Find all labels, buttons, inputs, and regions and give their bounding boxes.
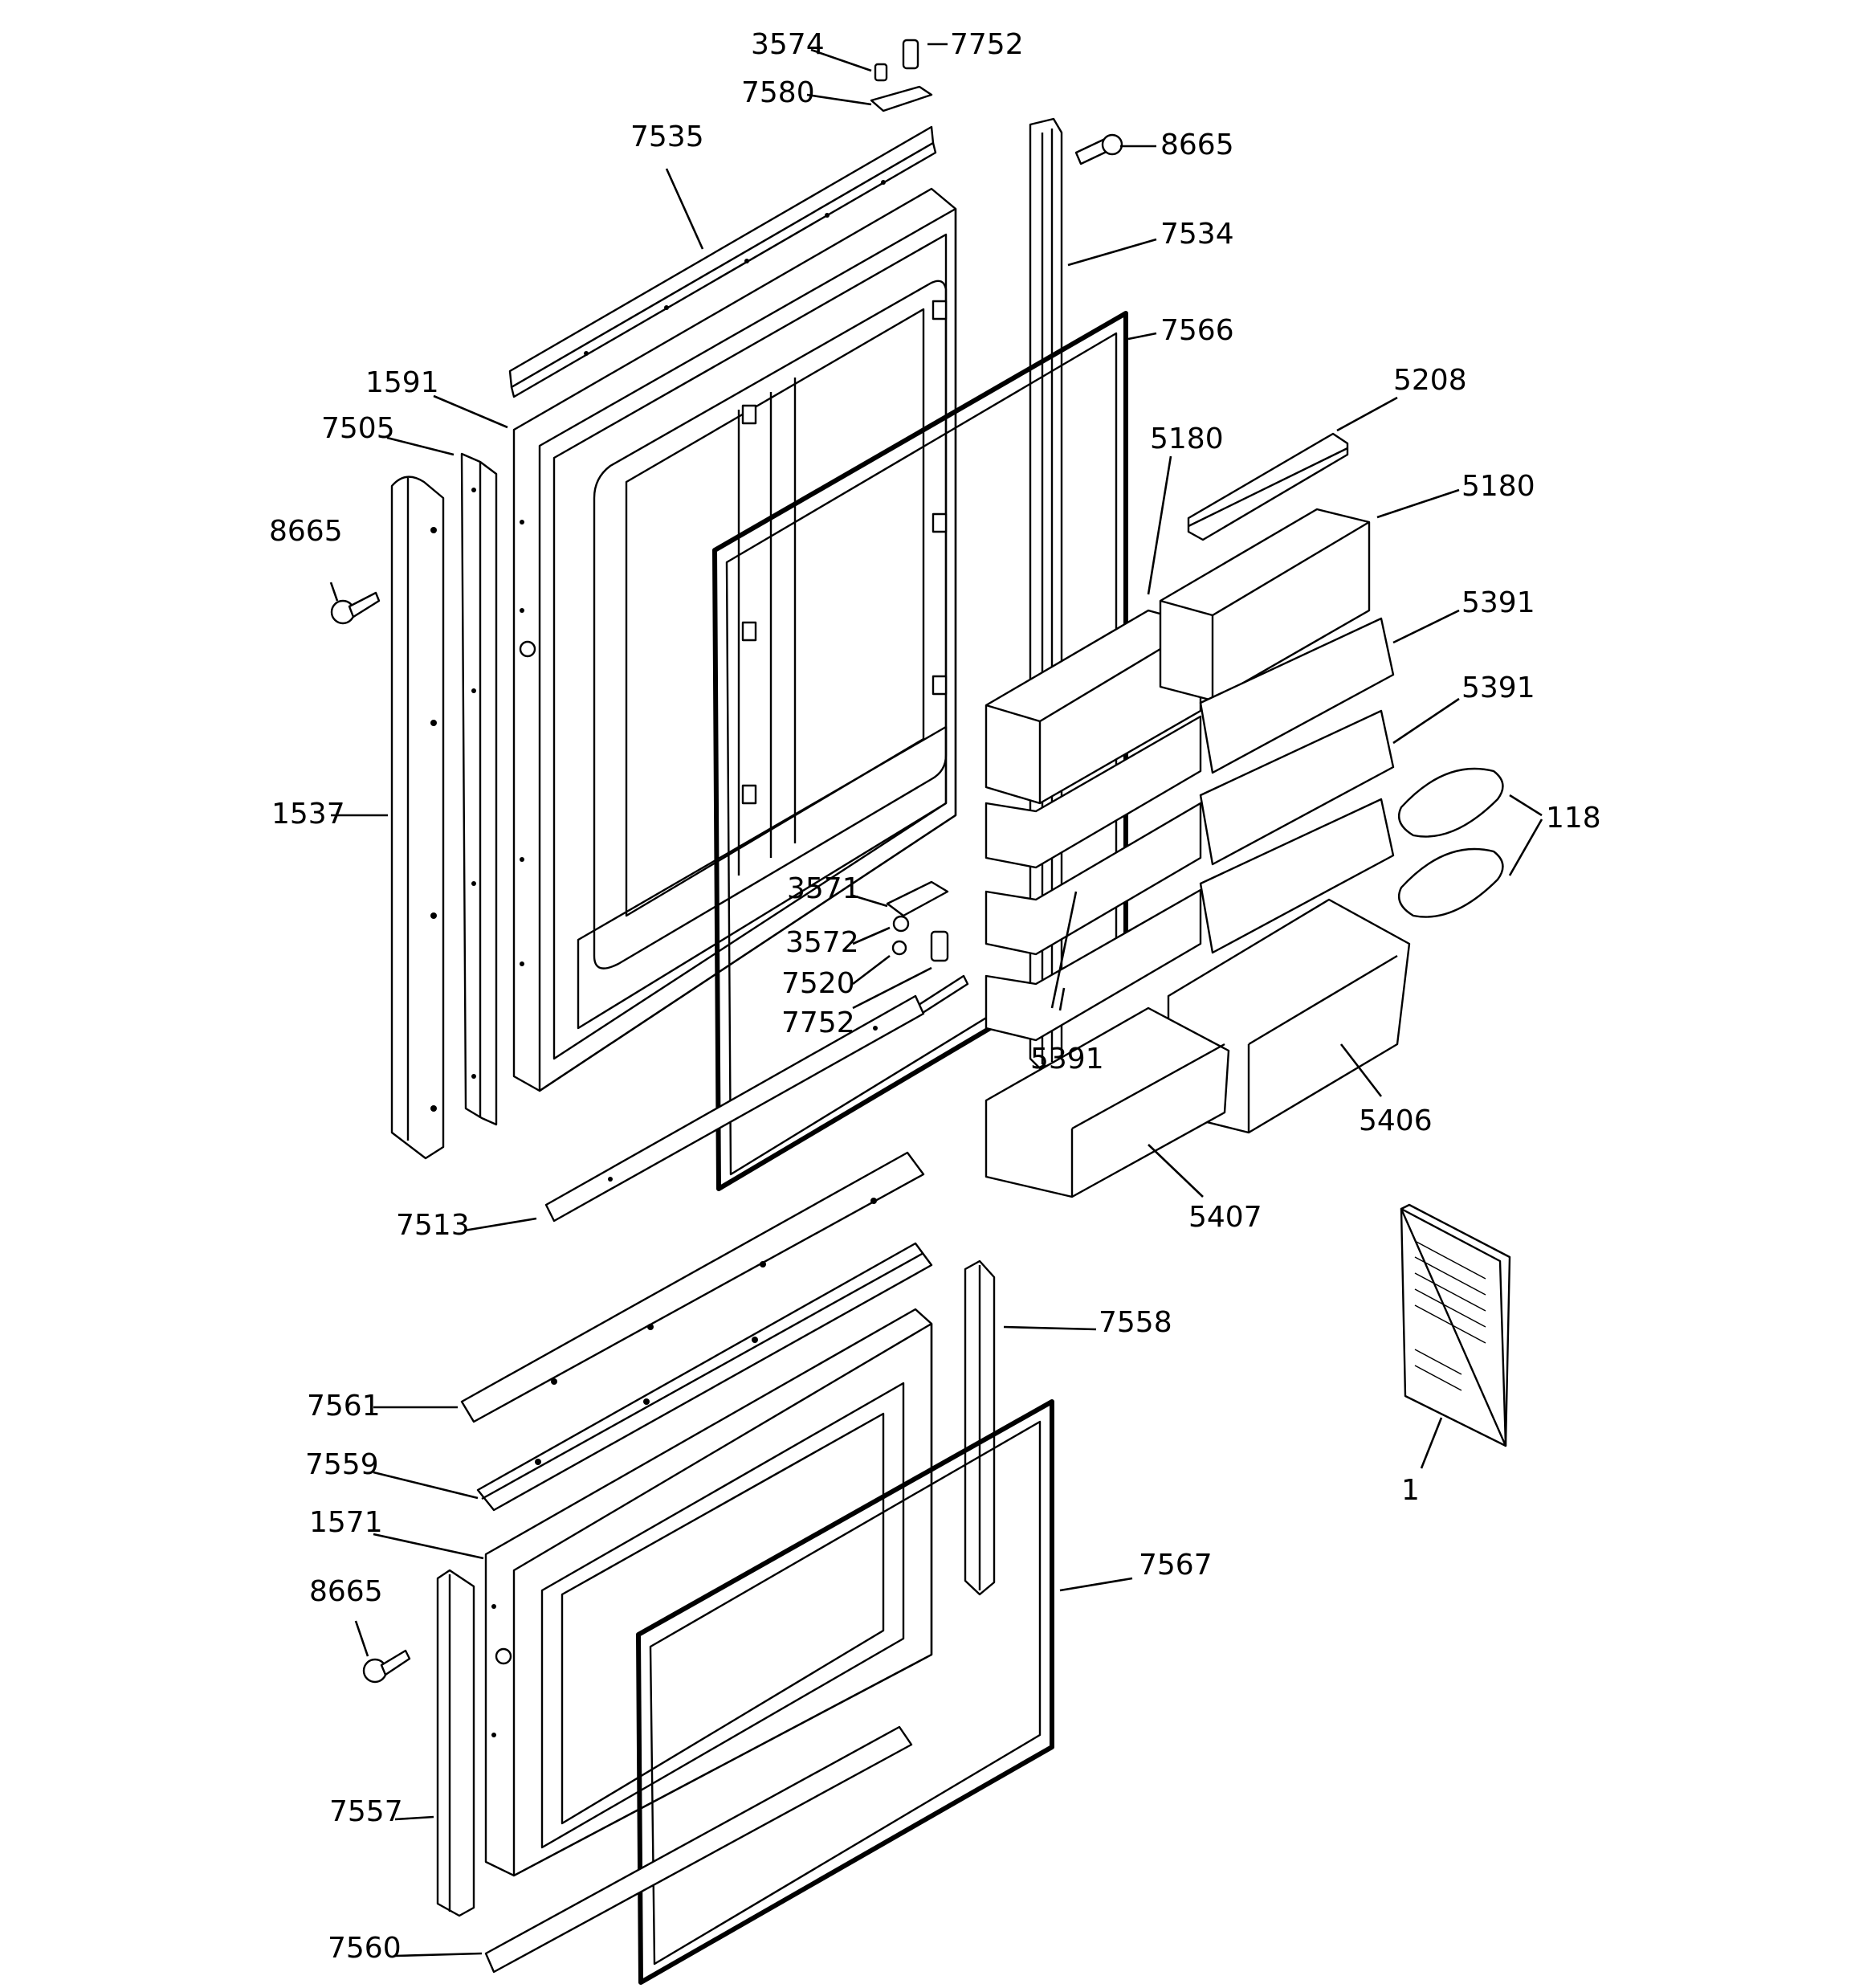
- callout-3572: 3572: [785, 926, 859, 959]
- callout-8665-top: 8665: [1160, 129, 1234, 161]
- part-7567-lower-gasket: [636, 1399, 1054, 1985]
- callout-7559: 7559: [305, 1448, 379, 1481]
- callout-7558: 7558: [1099, 1306, 1172, 1339]
- part-screw-8665-left: [330, 591, 381, 625]
- part-upper-hinge-hardware: [870, 39, 933, 112]
- callout-5208: 5208: [1393, 364, 1467, 397]
- part-5208-bar: [1187, 432, 1349, 541]
- callout-3571: 3571: [787, 872, 861, 905]
- part-1537-left-cover: [390, 476, 445, 1160]
- part-1591-upper-door: [512, 187, 957, 1092]
- part-7561-plate: [460, 1151, 925, 1423]
- callout-7557: 7557: [329, 1795, 403, 1828]
- part-118-caps: [1397, 767, 1504, 918]
- part-7558-strip: [964, 1259, 996, 1596]
- callout-5391-b: 5391: [1461, 672, 1535, 704]
- part-7535-top-channel: [508, 125, 937, 398]
- callout-3574: 3574: [751, 28, 825, 61]
- callout-7566: 7566: [1160, 314, 1234, 347]
- callout-7752-lower: 7752: [781, 1006, 855, 1039]
- callout-5391-c: 5391: [1030, 1043, 1104, 1076]
- callout-7560: 7560: [328, 1932, 402, 1965]
- part-7505-left-strip: [460, 452, 498, 1126]
- leader-lines: [329, 43, 1543, 1957]
- callout-7752-top: 7752: [950, 28, 1024, 61]
- part-screw-8665-top: [1074, 133, 1123, 165]
- part-5391-shelves: [984, 617, 1395, 1042]
- part-7557-strip: [436, 1569, 475, 1917]
- part-lower-hinge-hardware: [886, 880, 969, 1022]
- part-7559-channel: [476, 1242, 933, 1512]
- callout-118: 118: [1546, 802, 1601, 835]
- callout-1571: 1571: [309, 1506, 383, 1539]
- callout-5406: 5406: [1359, 1104, 1433, 1137]
- callout-7513: 7513: [396, 1209, 470, 1242]
- part-5407-bin: [984, 1006, 1230, 1198]
- part-7513-plate: [544, 994, 925, 1223]
- part-1571-lower-door: [484, 1308, 933, 1877]
- callout-7534: 7534: [1160, 218, 1234, 251]
- part-5180-bins: [984, 508, 1371, 805]
- callout-8665-left: 8665: [269, 515, 343, 548]
- callout-7535: 7535: [630, 120, 704, 153]
- callout-5180-right: 5180: [1461, 470, 1535, 503]
- callout-8665-lower: 8665: [309, 1575, 383, 1608]
- part-7560-plate: [484, 1725, 913, 1974]
- callout-5180-left: 5180: [1150, 423, 1224, 455]
- part-screw-8665-lower: [362, 1649, 411, 1684]
- callout-1591: 1591: [365, 366, 439, 399]
- callout-7580: 7580: [741, 76, 815, 109]
- callout-1537: 1537: [271, 798, 345, 831]
- callout-7561: 7561: [307, 1390, 381, 1423]
- callout-7505: 7505: [321, 412, 395, 445]
- callout-5391-a: 5391: [1461, 586, 1535, 619]
- callout-7567: 7567: [1139, 1549, 1213, 1582]
- callout-5407: 5407: [1188, 1201, 1262, 1234]
- part-1-manual: [1400, 1203, 1511, 1447]
- callout-7520: 7520: [781, 967, 855, 1000]
- callout-1: 1: [1401, 1474, 1420, 1507]
- callout-labels: 3574 7752 7580 8665 7535 7534 7566 5208 …: [269, 28, 1601, 1965]
